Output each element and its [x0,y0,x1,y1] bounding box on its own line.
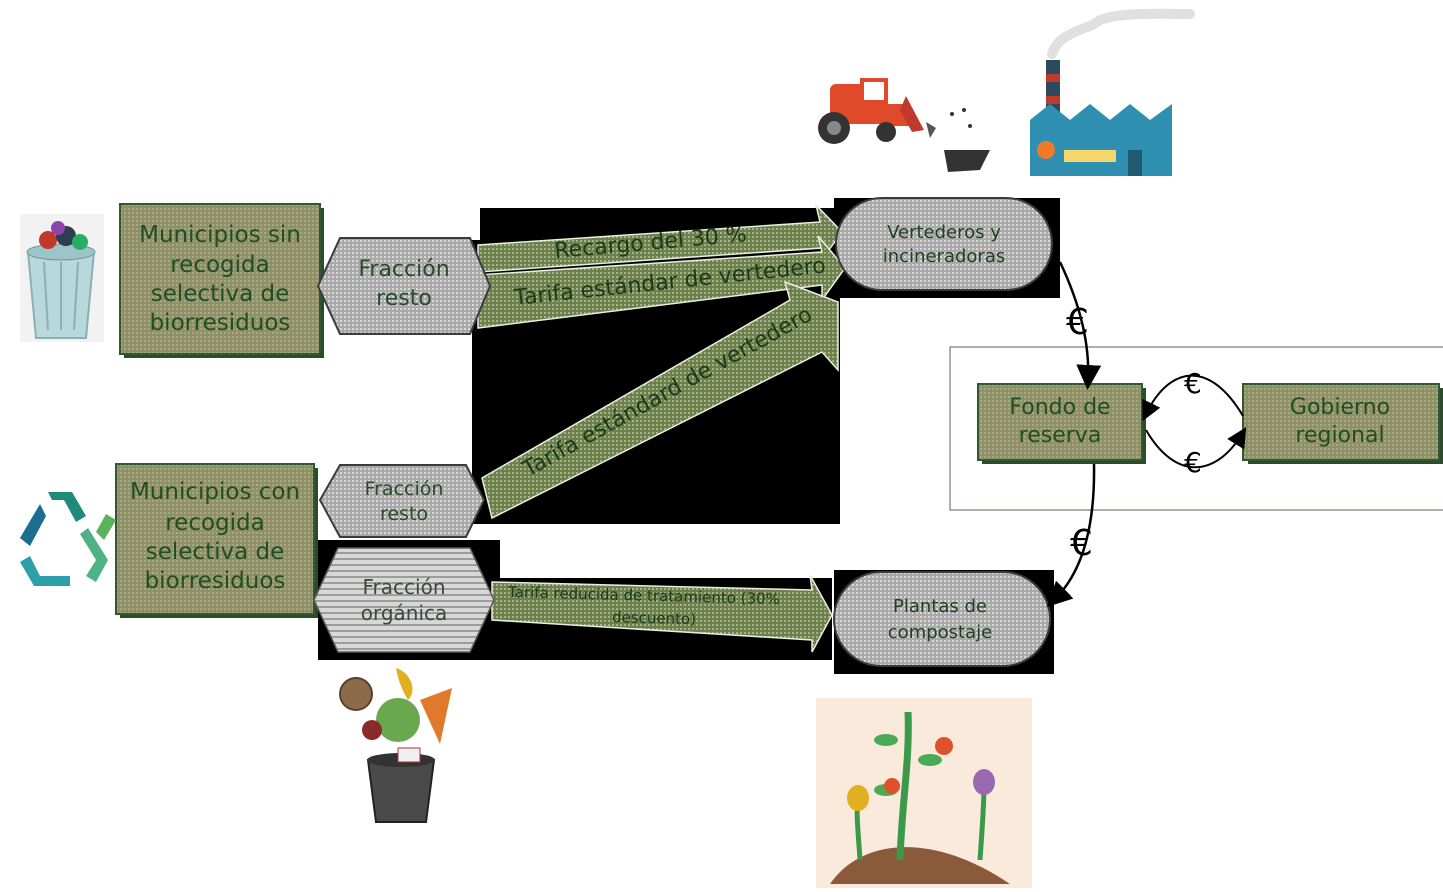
municipios-con-line4: biorresiduos [145,568,286,594]
box-fondo-reserva: Fondo de reserva [977,383,1146,464]
euro-label-1: € [1066,302,1089,343]
hex-organica-line2: orgánica [361,601,448,625]
box-gobierno-regional: Gobierno regional [1242,383,1443,464]
hex-fraccion-resto-2: Fracción resto [318,464,486,538]
hex-resto-2-line1: Fracción [365,478,444,500]
tractor-icon [818,78,990,172]
factory-icon [1030,8,1195,176]
money-flows [1046,261,1247,607]
municipios-con-line3: selectiva de [146,539,285,565]
municipios-sin-line2: recogida [170,252,270,278]
hex-fraccion-resto-1: Fracción resto [316,237,492,335]
box-municipios-sin: Municipios sin recogida selectiva de bio… [119,203,324,358]
hex-fraccion-organica: Fracción orgánica [313,547,495,653]
box-municipios-con: Municipios con recogida selectiva de bio… [115,463,318,618]
hex-resto-1-line1: Fracción [358,257,449,282]
vertederos-line1: Vertederos y [887,222,1001,243]
flow-fondo-to-gobierno [1145,427,1247,469]
plants-icon [816,698,1032,888]
municipios-con-line1: Municipios con [130,479,300,505]
oval-plantas: Plantas de compostaje [833,571,1051,667]
fondo-line1: Fondo de [1009,395,1110,420]
arrow-tarifa-reducida: Tarifa reducida de tratamiento (30% desc… [491,574,833,653]
plantas-line2: compostaje [888,622,992,643]
municipios-con-line2: recogida [165,510,265,536]
hex-resto-2-line2: resto [380,503,428,525]
hex-organica-line1: Fracción [363,575,446,599]
euro-label-2: € [1070,523,1093,564]
fondo-line2: reserva [1019,423,1102,448]
gobierno-line1: Gobierno [1290,395,1390,420]
euro-label-4: € [1184,446,1202,479]
municipios-sin-line3: selectiva de [151,281,290,307]
municipios-sin-line4: biorresiduos [150,310,291,336]
plantas-line1: Plantas de [893,596,987,617]
flow-gobierno-to-fondo [1142,374,1244,422]
organic-waste-bin-icon [339,668,452,823]
flow-fondo-to-plantas [1046,463,1096,607]
recycle-icon [20,492,116,586]
arrow-tarifa-reducida-line2: descuento) [612,608,696,628]
oval-vertederos: Vertederos y incineradoras [835,197,1053,291]
flow-vertederos-to-fondo [1058,261,1102,390]
euro-label-3: € [1184,367,1202,400]
hex-resto-1-line2: resto [376,286,432,311]
regional-frame [949,346,1443,511]
gobierno-line2: regional [1295,423,1384,448]
trash-can-icon [20,214,104,342]
municipios-sin-line1: Municipios sin [139,222,301,248]
vertederos-line2: incineradoras [883,246,1005,267]
